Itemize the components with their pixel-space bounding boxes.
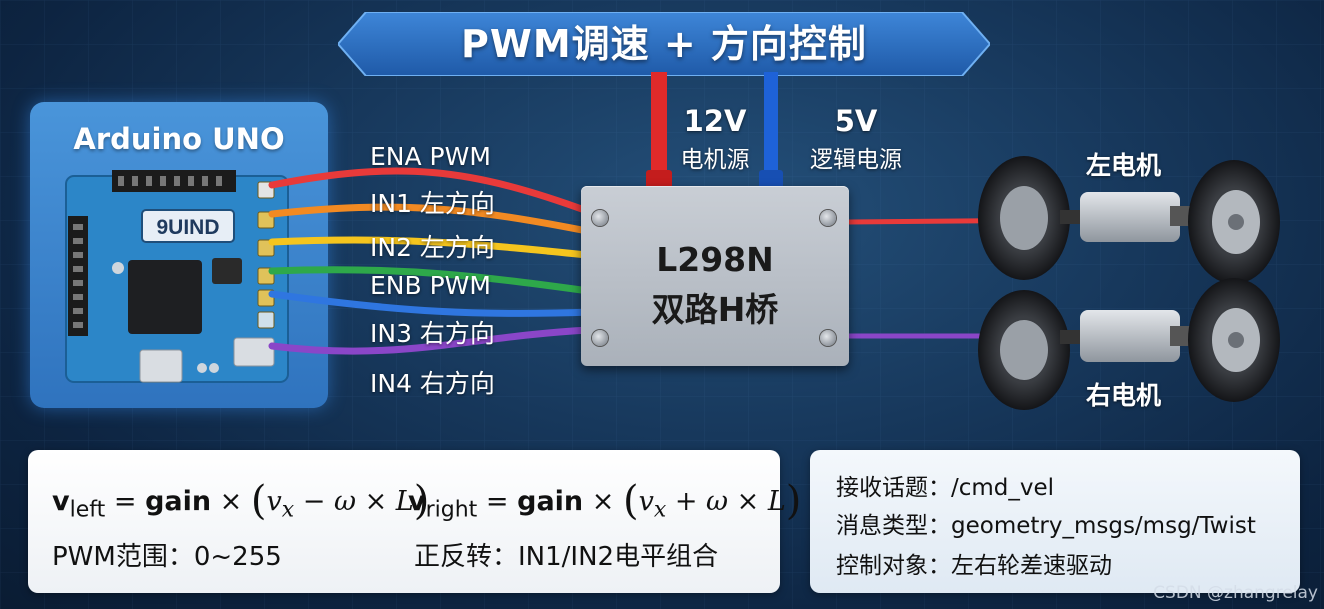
title-banner [338,12,990,76]
wire-in3 [268,290,596,317]
motors-illustration [978,156,1280,410]
message-type-row: 消息类型：geometry_msgs/msg/Twist [836,513,1256,539]
wire-label-in1: IN1 左方向 [370,189,495,218]
power-12v-desc: 电机源 [680,147,750,173]
topic-panel [810,450,1300,593]
screw-icon [820,330,836,346]
pwm-range: PWM范围：0~255 [52,542,282,572]
screw-icon [592,330,608,346]
wire-label-in3: IN3 右方向 [370,319,495,348]
arduino-title: Arduino UNO [73,122,285,156]
wire-in1 [268,203,596,236]
formula-right: vright = gain × (vx + ω × L) [408,478,802,524]
power-5v-value: 5V [834,104,878,138]
left-motor-label: 左电机 [1086,151,1162,180]
screw-icon [820,210,836,226]
right-motor-label: 右电机 [1086,381,1162,410]
screw-icon [592,210,608,226]
topic-row: 接收话题：/cmd_vel [836,475,1055,501]
l298n-driver-board [581,186,849,366]
power-12v-value: 12V [683,104,747,138]
control-target-row: 控制对象：左右轮差速驱动 [836,553,1112,579]
left-motor-icon [978,156,1280,284]
wire-label-ena: ENA PWM [370,142,491,171]
formula-panel [28,450,780,593]
board-chip-label: 9UIND [156,216,219,239]
wire-label-in4: IN4 右方向 [370,369,495,398]
power-5v-desc: 逻辑电源 [810,147,902,173]
direction-note: 正反转：IN1/IN2电平组合 [414,542,719,572]
right-motor-icon [978,278,1280,410]
wire-ena [268,167,594,216]
wire-in4 [268,326,594,355]
wire-in2 [268,236,600,260]
watermark: CSDN @zhangrelay [1153,583,1318,603]
page-title: PWM调速 + 方向控制 [461,22,867,66]
wire-enb [268,266,600,296]
wire-label-in2: IN2 左方向 [370,233,495,262]
wire-label-enb: ENB PWM [370,271,491,300]
formula-left: vleft = gain × (vx − ω × L) [52,478,430,524]
driver-model: L298N [656,240,774,279]
arduino-board: 9UIND [65,170,289,383]
driver-type: 双路H桥 [651,290,779,329]
